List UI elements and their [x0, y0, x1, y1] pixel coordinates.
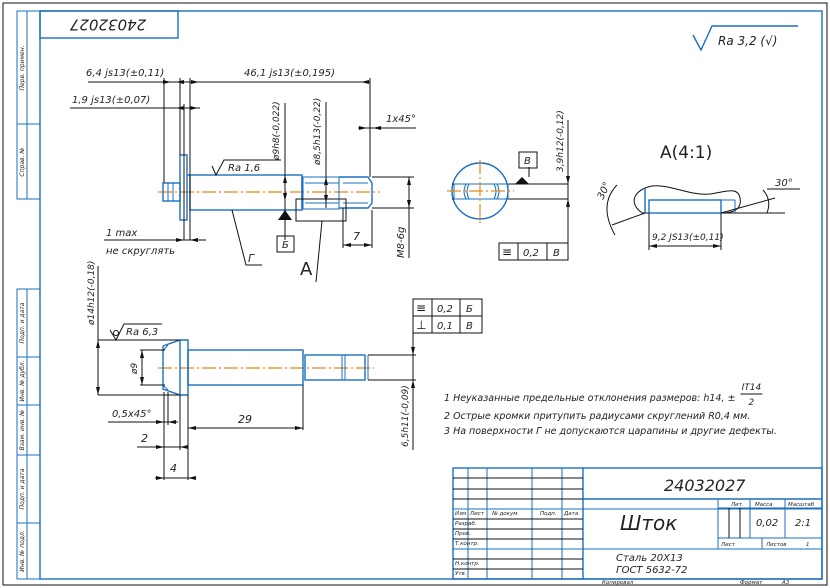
role-cell: Утв.	[455, 571, 467, 577]
stamp-label: Инв. № дубл.	[19, 360, 26, 401]
role-cell: Т.контр.	[455, 541, 479, 547]
fraction-den: 2	[749, 398, 755, 408]
dim-label: 9,2 JS13(±0,11)	[652, 233, 724, 243]
stamp-label: Подп. и дата	[19, 302, 26, 343]
detail-view: А(4:1) 30° 30° 9,2 JS13(±0,11)	[596, 143, 800, 250]
dim-label: 29	[238, 413, 252, 426]
tol-value: 0,2	[523, 248, 539, 259]
roughness-label: Ra 1,6	[228, 163, 260, 174]
mass-value: 0,02	[756, 518, 778, 529]
dim-label: 6,5h11(-0,09)	[401, 385, 411, 447]
stamp-label: Справ. №	[19, 147, 26, 176]
header-cell: № докум.	[491, 511, 519, 517]
sheets-value: 1	[806, 542, 810, 548]
technical-notes: 1 Неуказанные предельные отклонения разм…	[444, 383, 777, 437]
note-fraction: IT14 2	[740, 383, 763, 408]
doc-code: 24032027	[664, 476, 746, 495]
symmetry-icon: ≡	[502, 245, 512, 259]
format-value: А3	[781, 580, 790, 586]
dim-label: 1x45°	[386, 114, 416, 125]
header-cell: Лист	[469, 511, 485, 517]
dim-label: 46,1 js13(±0,195)	[244, 68, 335, 79]
main-view: А 6,4 js13(±0,11) 46,1 js13(±0,195) 1,9 …	[70, 68, 416, 283]
stamp-label: Подп. и дата	[19, 468, 26, 509]
dim-label: ø14h12(-0,18)	[87, 261, 97, 326]
note-line: 2 Острые кромки притупить радиусами скру…	[444, 411, 750, 422]
dim-label: 7	[353, 230, 360, 243]
dim-label: 3,9h12(-0,12)	[556, 110, 566, 172]
roughness-label: Ra 3,2 (√)	[718, 34, 777, 48]
part-name: Шток	[620, 511, 677, 535]
fraction-num: IT14	[742, 383, 762, 393]
stamp-label: Взам. инв. №	[19, 410, 26, 451]
format-label: Формат	[740, 580, 763, 586]
sheet-label: Лист	[720, 542, 736, 548]
base-b-label: Б	[282, 240, 289, 251]
title-block: Изм Лист № докум. Подп. Дата Разраб. Про…	[452, 467, 823, 586]
lit-label: Лит.	[730, 502, 744, 508]
role-cell: Пров.	[455, 531, 471, 537]
dim-label: 6,4 js13(±0,11)	[86, 68, 164, 79]
surface-label: Г	[248, 252, 255, 265]
rotated-code: 24032027	[69, 16, 146, 34]
mass-label: Масса	[755, 502, 773, 508]
dim-label: 2	[141, 432, 148, 445]
note-label: 1 max	[106, 228, 137, 239]
material: Сталь 20Х13	[616, 553, 683, 564]
perpendicular-icon: ⊥	[416, 318, 426, 332]
tol-base: Б	[466, 304, 473, 315]
symmetry-icon: ≡	[416, 301, 426, 315]
stamp-label: Инв. № подл.	[19, 530, 26, 571]
note-line: 1 Неуказанные предельные отклонения разм…	[444, 393, 735, 404]
angle-label: 30°	[596, 181, 613, 202]
second-view: ø14h12(-0,18) Ra 6,3 ø9 0,5x45° 29 2 4	[87, 261, 483, 480]
scale-value: 2:1	[795, 518, 811, 529]
general-roughness: Ra 3,2 (√)	[692, 25, 798, 52]
tol-value: 0,1	[437, 321, 453, 332]
stamp-label: Перв. примен.	[19, 45, 26, 90]
detail-title: А(4:1)	[660, 143, 712, 163]
roughness-label: Ra 6,3	[126, 327, 158, 338]
dim-label: ø9h8(-0,022)	[272, 101, 282, 161]
sheets-label: Листов	[765, 542, 787, 548]
dim-label: ø8,5h13(-0,22)	[313, 98, 323, 166]
view-a-label: А	[300, 259, 313, 280]
copied-label: Копировал	[602, 580, 634, 586]
dim-label: M8-6g	[396, 227, 407, 258]
role-cell: Разраб.	[455, 521, 477, 527]
dim-label: 0,5x45°	[112, 409, 152, 420]
header-cell: Изм	[455, 511, 466, 517]
tol-base: В	[466, 321, 473, 332]
side-stamp-bottom: Подп. и дата Инв. № дубл. Взам. инв. № П…	[16, 288, 41, 580]
side-stamp-top: Перв. примен. Справ. №	[16, 10, 41, 200]
note-label: не скруглять	[106, 246, 175, 257]
role-cell: Н.контр.	[455, 561, 480, 567]
scale-label: Масштаб	[788, 502, 815, 508]
material-standard: ГОСТ 5632-72	[616, 565, 688, 576]
header-cell: Дата	[563, 511, 579, 517]
dim-label: ø9	[130, 362, 140, 375]
tol-base: В	[553, 248, 560, 259]
header-cell: Подп.	[540, 511, 557, 517]
section-view: В 3,9h12(-0,12) ≡ 0,2 В	[447, 110, 570, 261]
tol-value: 0,2	[437, 304, 453, 315]
base-v-label: В	[524, 156, 531, 167]
angle-label: 30°	[775, 178, 793, 189]
dim-label: 4	[170, 462, 177, 475]
note-line: 3 На поверхности Г не допускаются царапи…	[444, 426, 777, 437]
dim-label: 1,9 js13(±0,07)	[72, 95, 150, 106]
